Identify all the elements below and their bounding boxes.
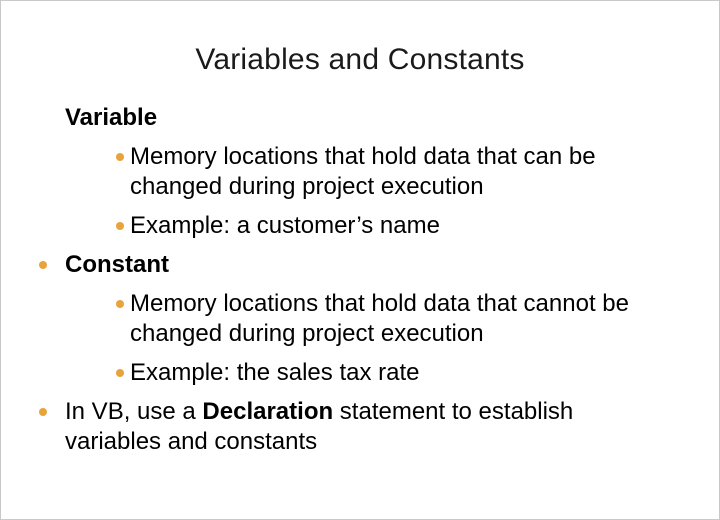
bullet-text: Memory locations that hold data that can… [130,290,629,347]
bullet-item: Example: a customer’s name [116,211,661,241]
bullet-icon [116,369,124,377]
bullet-icon [116,153,124,161]
bullet-icon [39,408,47,416]
bullet-item: Example: the sales tax rate [116,358,661,388]
bullet-text: Example: the sales tax rate [130,359,420,386]
bullet-text: In VB, use a Declaration statement to es… [65,398,574,455]
bullet-icon [116,222,124,230]
bullet-item: Variable [39,103,661,133]
bullet-icon [39,261,47,269]
slide-title: Variables and Constants [195,43,525,76]
bullet-item: In VB, use a Declaration statement to es… [39,397,661,457]
bullet-text: Variable [65,104,158,131]
bullet-icon [116,300,124,308]
bullet-item: Memory locations that hold data that can… [116,289,661,349]
bullet-text: Example: a customer’s name [130,212,440,239]
bullet-text: Constant [65,251,169,278]
bullet-item: Memory locations that hold data that can… [116,142,661,202]
bullet-text: Memory locations that hold data that can… [130,143,596,200]
bullet-item: Constant [39,250,661,280]
